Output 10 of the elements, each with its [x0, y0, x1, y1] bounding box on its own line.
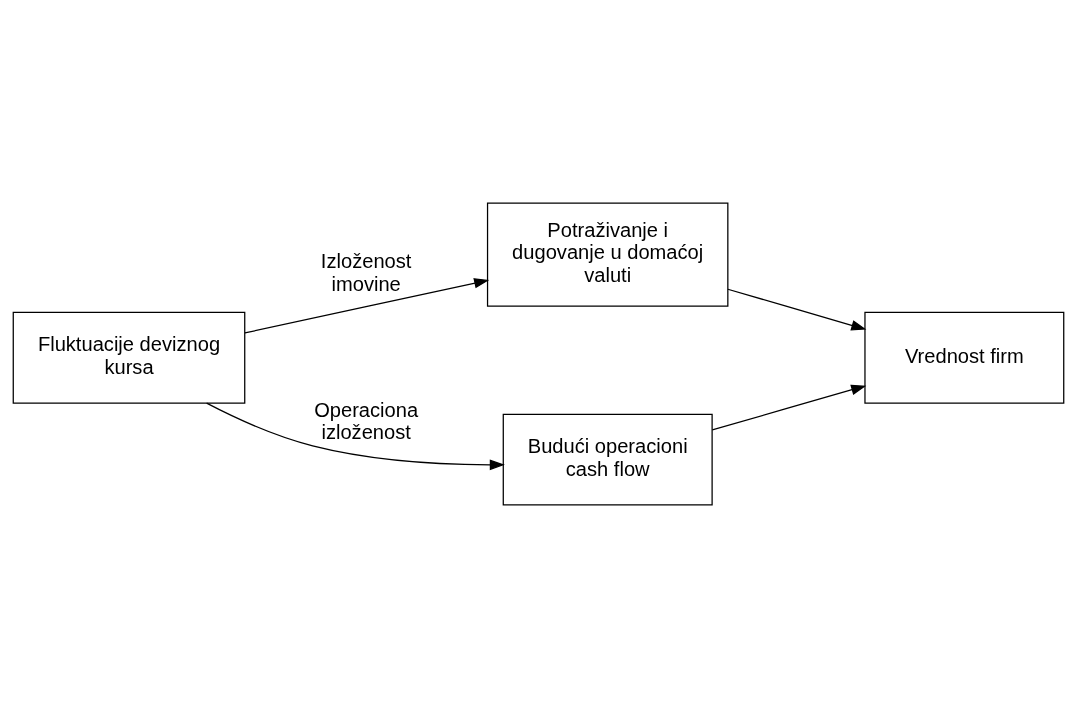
- arrow: [727, 288, 867, 330]
- node-box: Fluktuacije deviznog kursa: [12, 311, 246, 404]
- edge-label: Izloženost imovine: [320, 249, 412, 295]
- arrow: [206, 402, 505, 470]
- arrow: [711, 384, 867, 431]
- node-box: Vrednost firm: [864, 311, 1065, 404]
- edge-label: Operaciona izloženost: [314, 398, 419, 443]
- node-box: Budući operacioni cash flow: [502, 413, 713, 506]
- node-box: Potraživanje i dugovanje u domaćoj valuti: [486, 201, 729, 307]
- arrow: [244, 277, 490, 334]
